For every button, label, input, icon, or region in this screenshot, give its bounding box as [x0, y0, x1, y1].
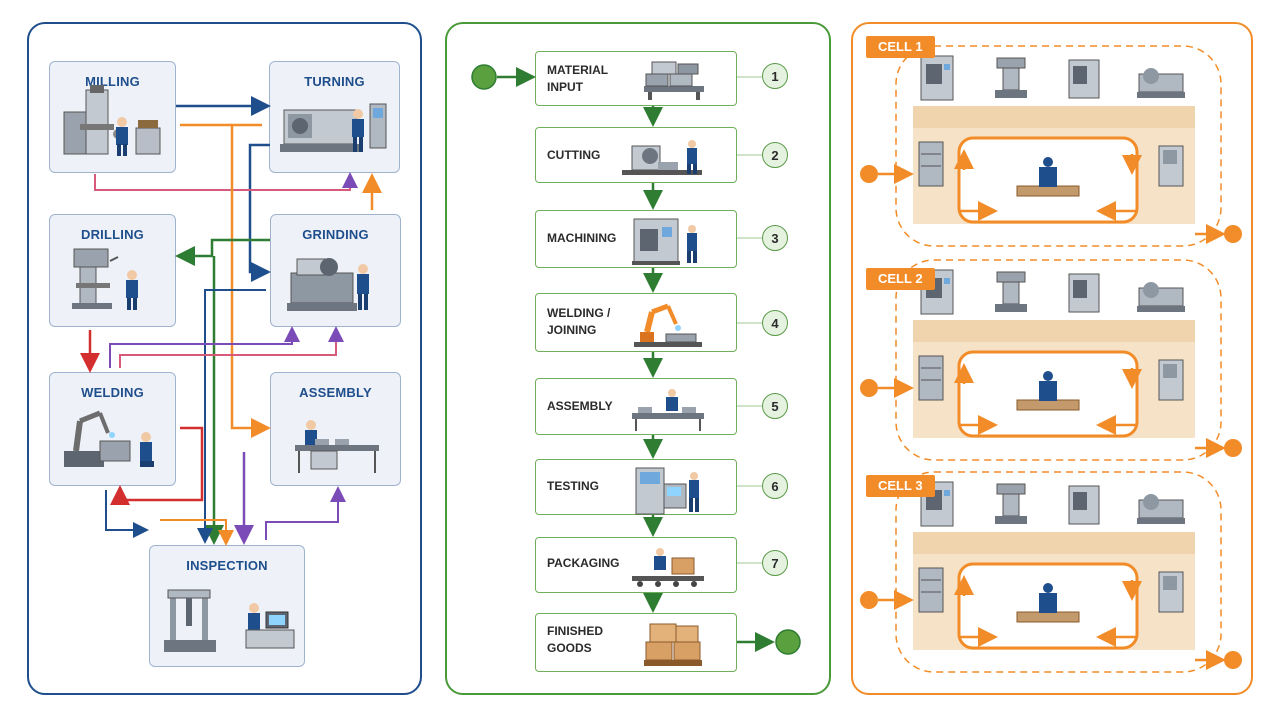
assembly-bench-icon: [295, 420, 379, 473]
step-number: 3: [762, 225, 788, 251]
step-label: TESTING: [547, 479, 600, 493]
step-label: CUTTING: [547, 148, 601, 162]
station-grinding[interactable]: GRINDING: [270, 214, 401, 327]
step-testing[interactable]: TESTING: [535, 459, 737, 515]
station-welding[interactable]: WELDING: [49, 372, 176, 486]
assembly-worker-icon: [632, 389, 704, 431]
station-grinding-label: GRINDING: [302, 227, 369, 242]
step-number: 6: [762, 473, 788, 499]
cell-3-label: CELL 3: [866, 475, 935, 497]
step-number: 2: [762, 142, 788, 168]
step-assembly[interactable]: ASSEMBLY: [535, 378, 737, 435]
cutting-machine-icon: [622, 140, 702, 175]
cell-1-label: CELL 1: [866, 36, 935, 58]
station-assembly[interactable]: ASSEMBLY: [270, 372, 401, 486]
station-turning[interactable]: TURNING: [269, 61, 400, 173]
step-machining[interactable]: MACHINING: [535, 210, 737, 268]
station-milling[interactable]: MILLING: [49, 61, 176, 173]
step-label: PACKAGING: [547, 556, 620, 570]
material-stack-icon: [644, 61, 704, 100]
station-drilling[interactable]: DRILLING: [49, 214, 176, 327]
station-turning-label: TURNING: [304, 74, 365, 89]
step-number: 5: [762, 393, 788, 419]
robot-arm-icon: [634, 303, 702, 347]
packaging-box-icon: [632, 548, 704, 587]
step-label: MATERIAL INPUT: [547, 63, 609, 94]
step-label: ASSEMBLY: [547, 399, 613, 413]
cmm-inspection-icon: [164, 589, 295, 652]
drill-press-icon: [72, 248, 138, 310]
station-inspection[interactable]: INSPECTION: [149, 545, 305, 667]
station-inspection-label: INSPECTION: [186, 558, 268, 573]
step-label: MACHINING: [547, 231, 617, 245]
welding-robot-icon: [64, 410, 154, 467]
product-line-panel: [445, 22, 831, 695]
step-number: 7: [762, 550, 788, 576]
step-finished-goods[interactable]: FINISHED GOODS: [535, 613, 737, 672]
test-station-icon: [635, 467, 699, 515]
cellular-layout-panel: [851, 22, 1253, 695]
step-material-input[interactable]: MATERIAL INPUT: [535, 51, 737, 106]
grinder-icon: [287, 258, 369, 311]
step-cutting[interactable]: CUTTING: [535, 127, 737, 183]
lathe-icon: [280, 103, 387, 152]
step-label: FINISHED GOODS: [547, 624, 604, 655]
station-welding-label: WELDING: [81, 385, 144, 400]
station-drilling-label: DRILLING: [81, 227, 144, 242]
station-assembly-label: ASSEMBLY: [299, 385, 372, 400]
cnc-machine-icon: [632, 218, 697, 265]
milling-machine-icon: [63, 85, 161, 156]
cell-2-label: CELL 2: [866, 268, 935, 290]
step-number: 4: [762, 310, 788, 336]
step-number: 1: [762, 63, 788, 89]
step-welding-joining[interactable]: WELDING / JOINING: [535, 293, 737, 352]
step-label: WELDING / JOINING: [547, 306, 611, 337]
step-packaging[interactable]: PACKAGING: [535, 537, 737, 593]
pallet-boxes-icon: [644, 623, 702, 666]
